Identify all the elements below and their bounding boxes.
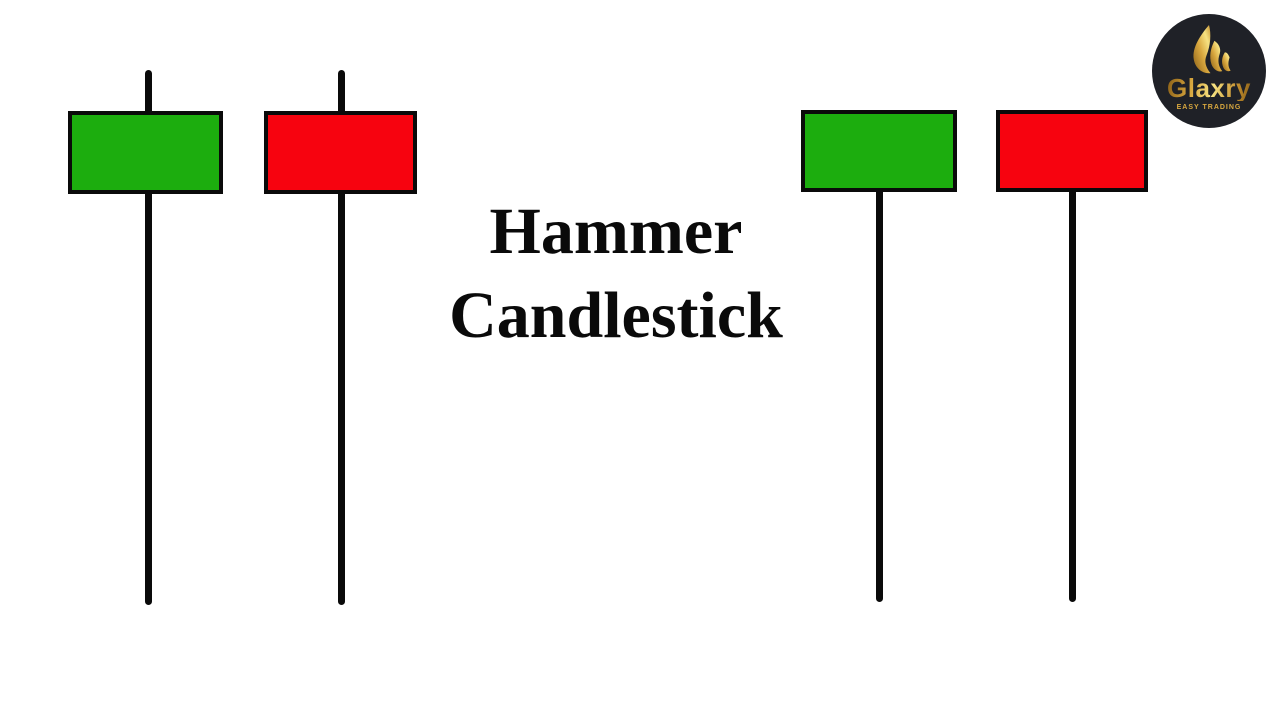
candle-2-upper-wick [338, 70, 345, 115]
candle-3-lower-wick [876, 188, 883, 602]
candle-4-body [996, 110, 1148, 192]
brand-tagline: EASY TRADING [1176, 104, 1242, 111]
candle-1-upper-wick [145, 70, 152, 115]
candle-3-body [801, 110, 957, 192]
candle-2-lower-wick [338, 190, 345, 605]
candle-1-lower-wick [145, 190, 152, 605]
title-line-1: Hammer [489, 195, 743, 268]
page-title: Hammer Candlestick [400, 190, 832, 358]
glaxry-logo-badge: Glaxry EASY TRADING [1152, 14, 1266, 128]
title-line-2: Candlestick [449, 279, 783, 352]
candle-4-lower-wick [1069, 188, 1076, 602]
brand-name: Glaxry [1167, 73, 1251, 103]
flame-icon [1182, 14, 1236, 79]
candle-1-body [68, 111, 223, 194]
candle-2-body [264, 111, 417, 194]
